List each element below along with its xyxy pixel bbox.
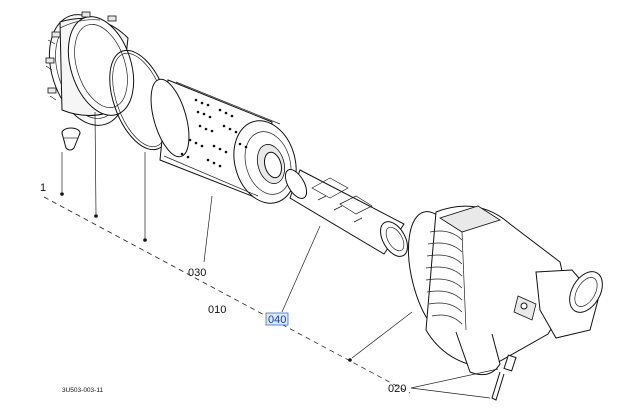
restriction-sensor[interactable]: [491, 354, 517, 401]
callout-010[interactable]: 010: [208, 304, 226, 316]
leader-020: [410, 368, 499, 399]
safety-mesh: [311, 177, 373, 223]
dust-valve[interactable]: [61, 127, 81, 151]
callout-040-highlight: [265, 312, 289, 326]
housing-fins: [425, 230, 463, 325]
dot-gasket: [143, 238, 147, 242]
filter-perforations: [180, 98, 248, 168]
air-cleaner-housing[interactable]: [397, 205, 609, 376]
main-filter-element[interactable]: [144, 75, 306, 211]
dot-cap: [94, 214, 98, 218]
callout-020[interactable]: 020: [388, 383, 406, 395]
callout-030[interactable]: 030: [188, 267, 206, 279]
dot-housing: [348, 358, 352, 362]
diagram-code: 3U503-003-11: [62, 387, 103, 394]
baseline-mark: 1: [40, 182, 46, 194]
inner-safety-element[interactable]: [281, 166, 413, 261]
callout-040[interactable]: 040: [268, 314, 286, 326]
front-cap[interactable]: [36, 5, 145, 136]
dot-valve: [60, 192, 64, 196]
